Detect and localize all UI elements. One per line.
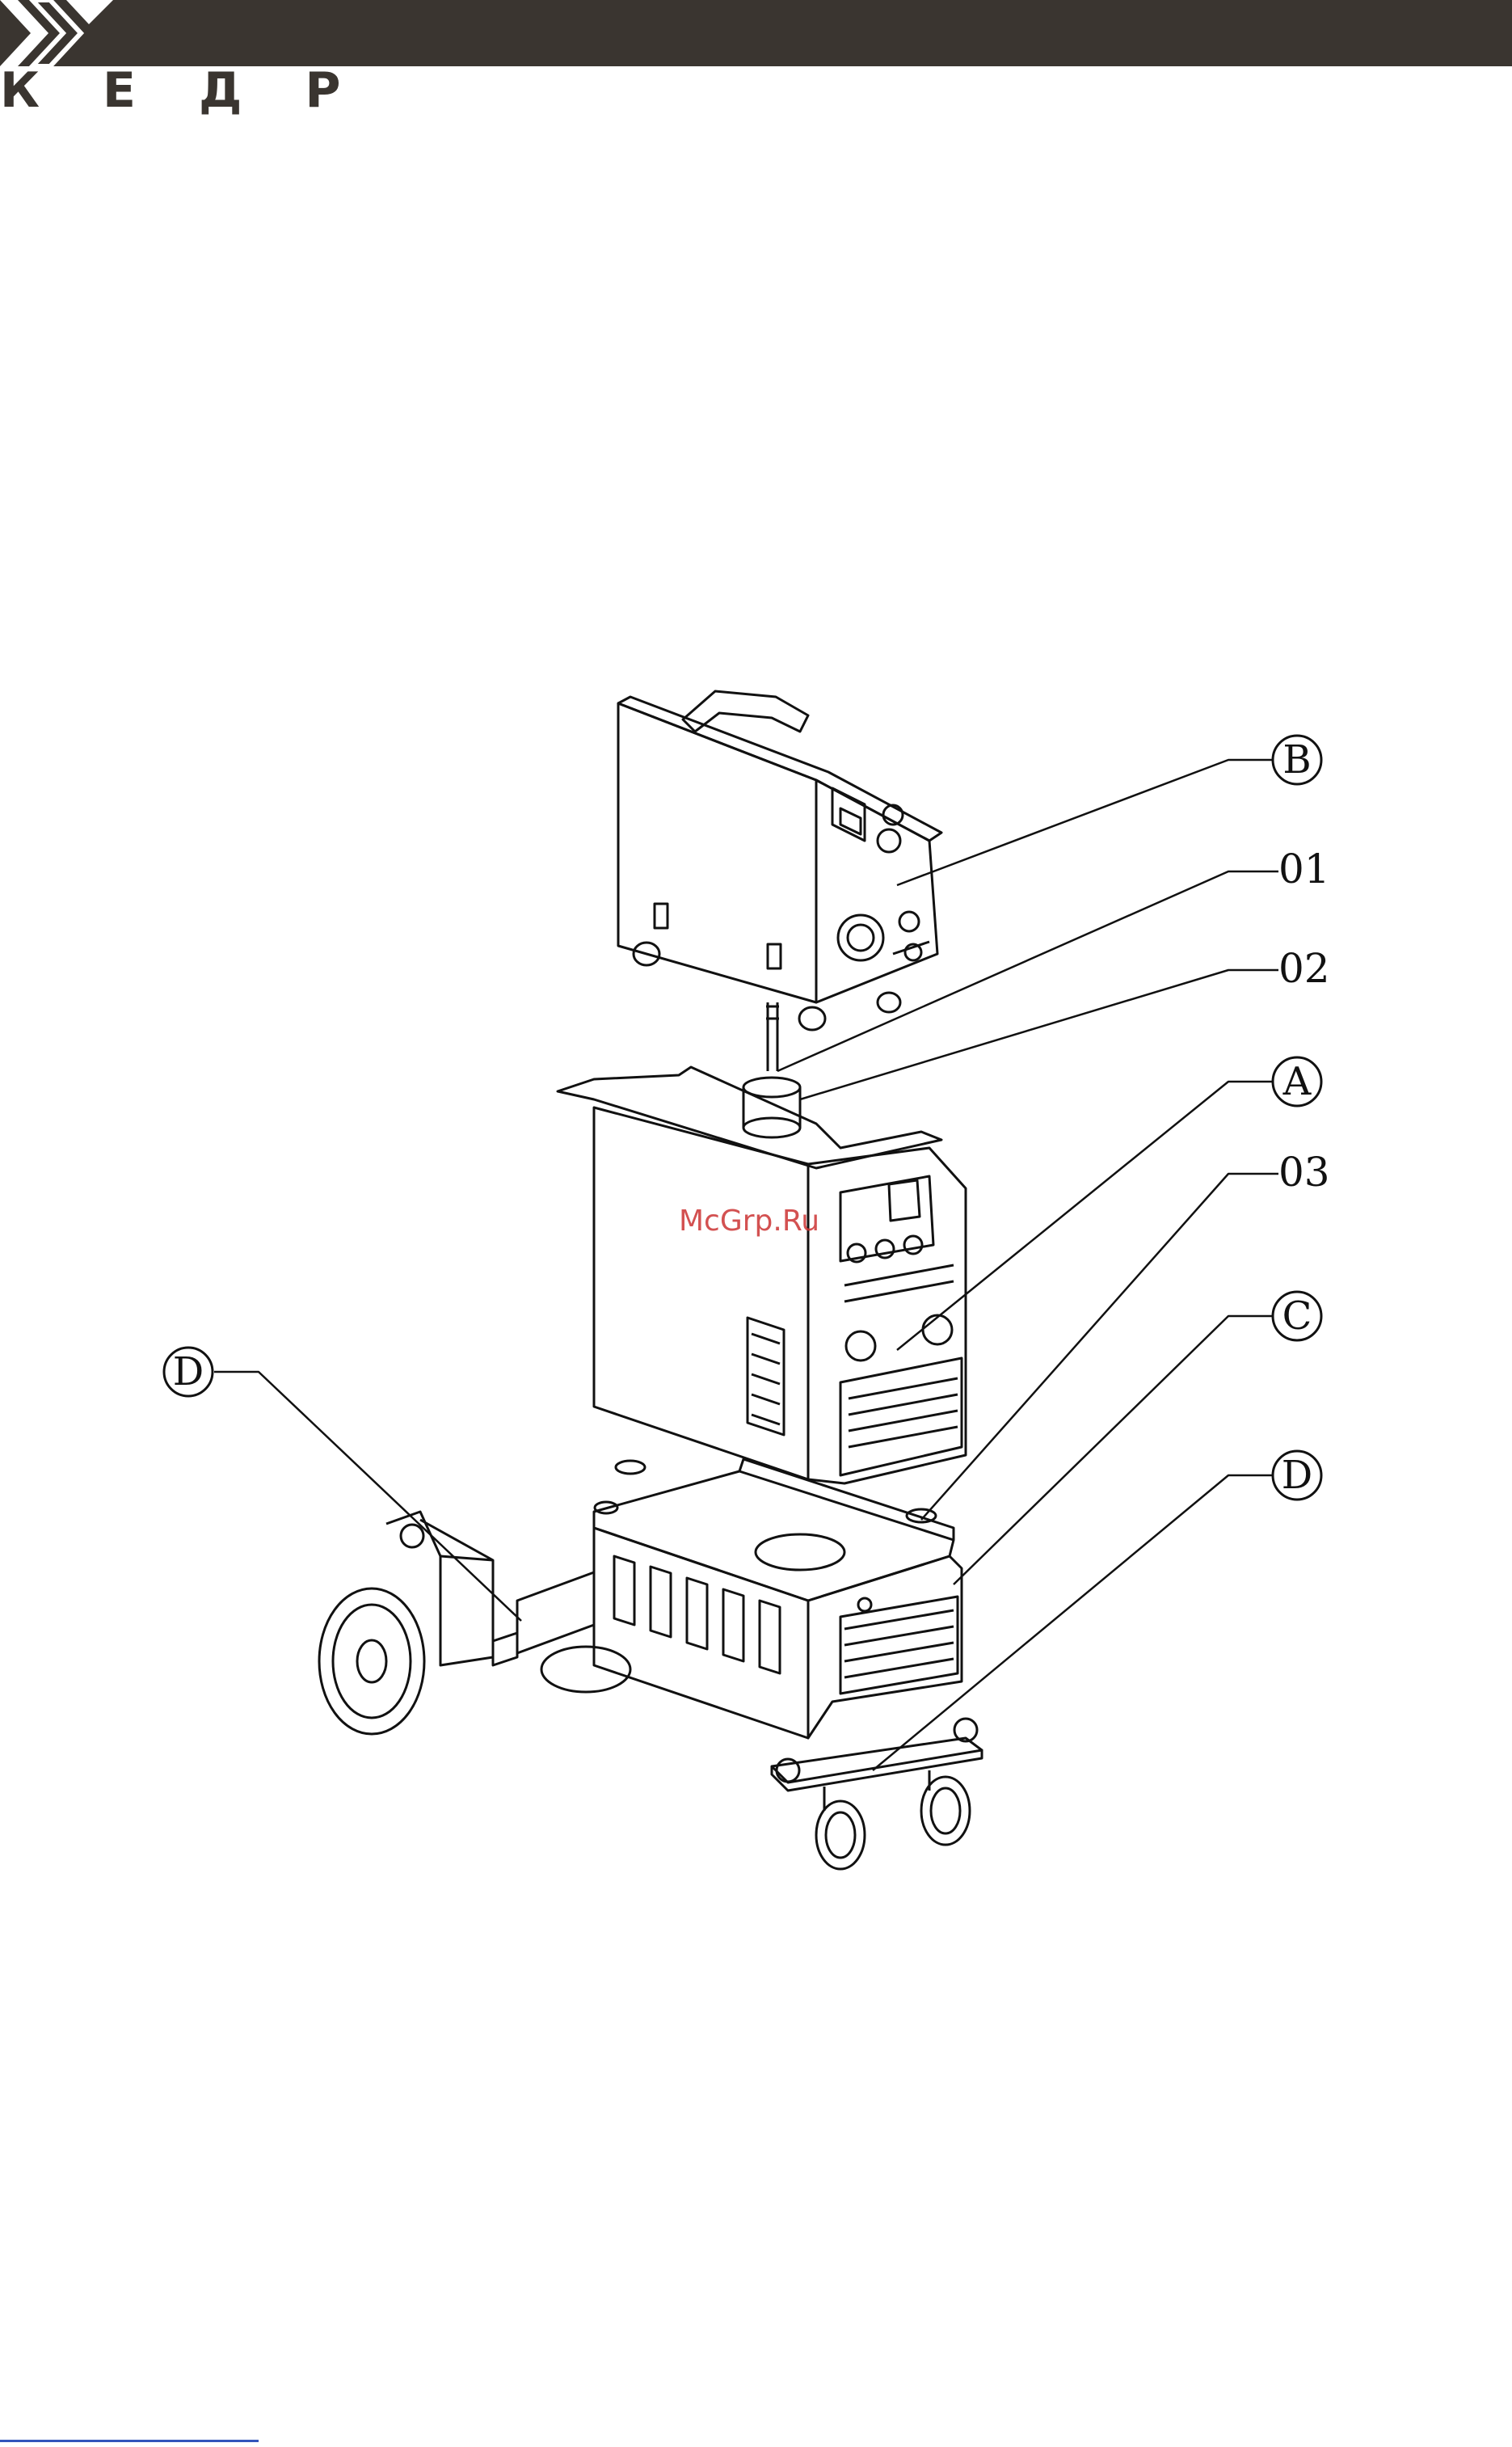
bottom-rule bbox=[0, 2440, 259, 2442]
wire-feeder-unit bbox=[618, 691, 941, 1112]
rear-wheel-assembly bbox=[319, 1512, 630, 1734]
callout-c: C bbox=[1282, 1293, 1312, 1339]
callout-d-right: D bbox=[1282, 1453, 1312, 1498]
callout-a: A bbox=[1282, 1059, 1312, 1104]
front-caster-base bbox=[772, 1719, 982, 1869]
watermark: McGrp.Ru bbox=[679, 1205, 819, 1238]
callout-d-left: D bbox=[173, 1349, 204, 1394]
power-source-unit bbox=[558, 1067, 966, 1483]
callout-01: 01 bbox=[1278, 846, 1330, 892]
callout-b: B bbox=[1282, 737, 1311, 783]
callout-02: 02 bbox=[1278, 945, 1330, 992]
cooling-unit bbox=[493, 1459, 962, 1738]
callout-03: 03 bbox=[1278, 1149, 1330, 1196]
